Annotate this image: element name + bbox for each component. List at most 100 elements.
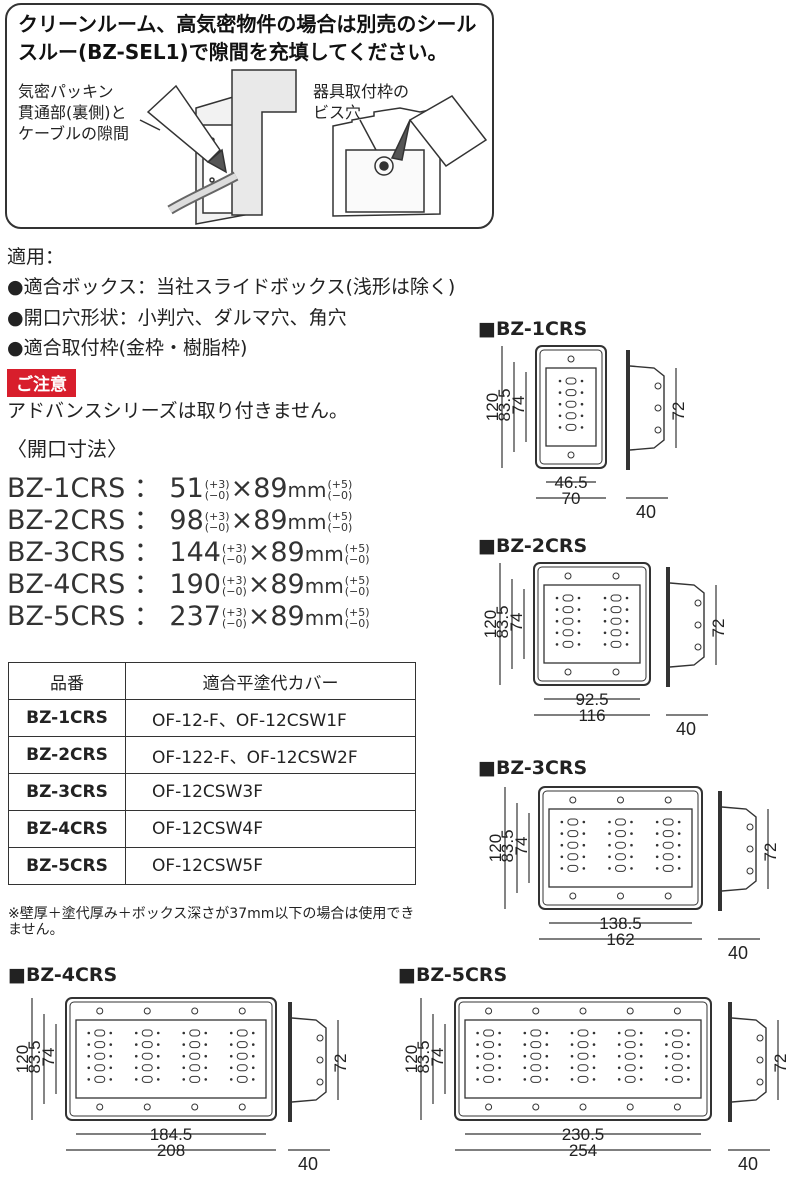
tolerance-fraction: (+5)(−0) xyxy=(327,477,353,502)
opening-heading: 〈開口寸法〉 xyxy=(7,437,127,461)
module-slot xyxy=(94,1041,106,1049)
dot xyxy=(592,1031,596,1035)
dot xyxy=(582,820,586,824)
dot xyxy=(603,596,607,600)
module-slot xyxy=(562,606,574,614)
dot xyxy=(251,1043,255,1046)
dot xyxy=(251,1054,255,1058)
screw-hole xyxy=(143,1007,151,1015)
dim-label-side: 72 xyxy=(771,1054,790,1073)
table-cell-cover: OF-122-F、OF-12CSW2F xyxy=(125,736,416,774)
dot xyxy=(665,1078,668,1081)
table-cell-model: BZ-1CRS xyxy=(8,699,126,737)
module-slot xyxy=(565,412,577,420)
dot xyxy=(560,820,564,824)
dot xyxy=(251,1031,255,1035)
dot xyxy=(630,820,633,824)
dim-label-83.5: 83.5 xyxy=(25,1040,44,1073)
module-slot xyxy=(141,1029,153,1037)
dot xyxy=(639,1054,643,1058)
table-header-cover: 適合平塗代カバー xyxy=(125,662,416,700)
table-cell-model: BZ-3CRS xyxy=(8,773,126,811)
dot xyxy=(229,1054,233,1058)
dot xyxy=(580,426,584,429)
plate-rim xyxy=(539,349,603,465)
module-slot xyxy=(565,377,577,385)
dot xyxy=(687,1066,690,1070)
dim-label-inner: 184.5 xyxy=(150,1125,193,1144)
module-slot xyxy=(577,1041,589,1049)
dot xyxy=(608,843,611,847)
opening-model: BZ-4CRS xyxy=(7,569,126,600)
screw-hole xyxy=(617,796,624,804)
screw-hole xyxy=(567,451,575,459)
dot xyxy=(555,608,559,611)
dot xyxy=(617,1054,621,1058)
dot xyxy=(523,1054,527,1058)
opening-height: 89 xyxy=(253,473,288,504)
dot xyxy=(87,1054,91,1058)
tolerance-fraction: (+3)(−0) xyxy=(204,509,230,534)
dot xyxy=(617,1078,621,1081)
dot xyxy=(617,1066,621,1070)
dot xyxy=(608,867,611,870)
opening-sep: ： xyxy=(125,601,170,632)
opening-times: × xyxy=(247,601,271,632)
dot xyxy=(498,1043,501,1046)
dot xyxy=(229,1066,233,1070)
dot xyxy=(577,619,581,623)
tolerance-fraction: (+5)(−0) xyxy=(344,541,370,566)
dot xyxy=(109,1043,113,1046)
dot xyxy=(476,1078,479,1081)
tolerance-fraction: (+5)(−0) xyxy=(327,509,353,534)
dot xyxy=(523,1031,527,1035)
dot xyxy=(608,820,611,824)
dot xyxy=(617,1031,621,1035)
dot xyxy=(204,1078,208,1081)
dot xyxy=(582,855,586,859)
side-hole xyxy=(746,867,754,875)
opening-row-bz-4crs: BZ-4CRS ： 190(+3)(−0)×89mm(+5)(−0) xyxy=(7,570,371,601)
screw-hole xyxy=(617,892,624,900)
dot xyxy=(687,1078,690,1081)
dot xyxy=(560,832,564,835)
side-hole xyxy=(654,404,662,412)
dot xyxy=(580,402,584,406)
plate-rim xyxy=(537,566,647,682)
module-slot xyxy=(562,629,574,637)
module-slot xyxy=(141,1041,153,1049)
opening-times: × xyxy=(247,537,271,568)
screw-hole xyxy=(191,1103,199,1111)
module-slot xyxy=(567,841,579,849)
dot xyxy=(580,379,584,383)
side-plate xyxy=(626,350,630,470)
dot xyxy=(182,1078,186,1081)
module-slot xyxy=(530,1075,542,1083)
dot xyxy=(134,1054,138,1058)
dot xyxy=(555,596,559,600)
opening-model: BZ-1CRS xyxy=(7,473,126,504)
module-slot xyxy=(141,1075,153,1083)
dot xyxy=(580,414,584,418)
dot xyxy=(555,619,559,623)
screw-hole xyxy=(238,1103,246,1111)
dot xyxy=(630,855,633,859)
dot xyxy=(545,1043,549,1046)
dot xyxy=(498,1054,501,1058)
dot xyxy=(558,391,562,394)
module-slot xyxy=(236,1075,248,1083)
opening-unit: mm xyxy=(304,574,344,598)
dim-label-side: 72 xyxy=(669,402,688,421)
dimension-drawings: 12083.57446.570724012083.57492.511672401… xyxy=(13,345,790,1174)
dim-label-83.5: 83.5 xyxy=(493,605,512,638)
side-hole xyxy=(654,426,662,434)
screw-hole xyxy=(569,892,577,900)
opening-sep: ： xyxy=(125,473,170,504)
dot xyxy=(608,832,611,835)
module-slot xyxy=(577,1029,589,1037)
dim-label-side: 72 xyxy=(761,843,780,862)
module-slot xyxy=(565,389,577,397)
application-heading: 適用： xyxy=(7,246,65,268)
dot xyxy=(677,867,681,870)
